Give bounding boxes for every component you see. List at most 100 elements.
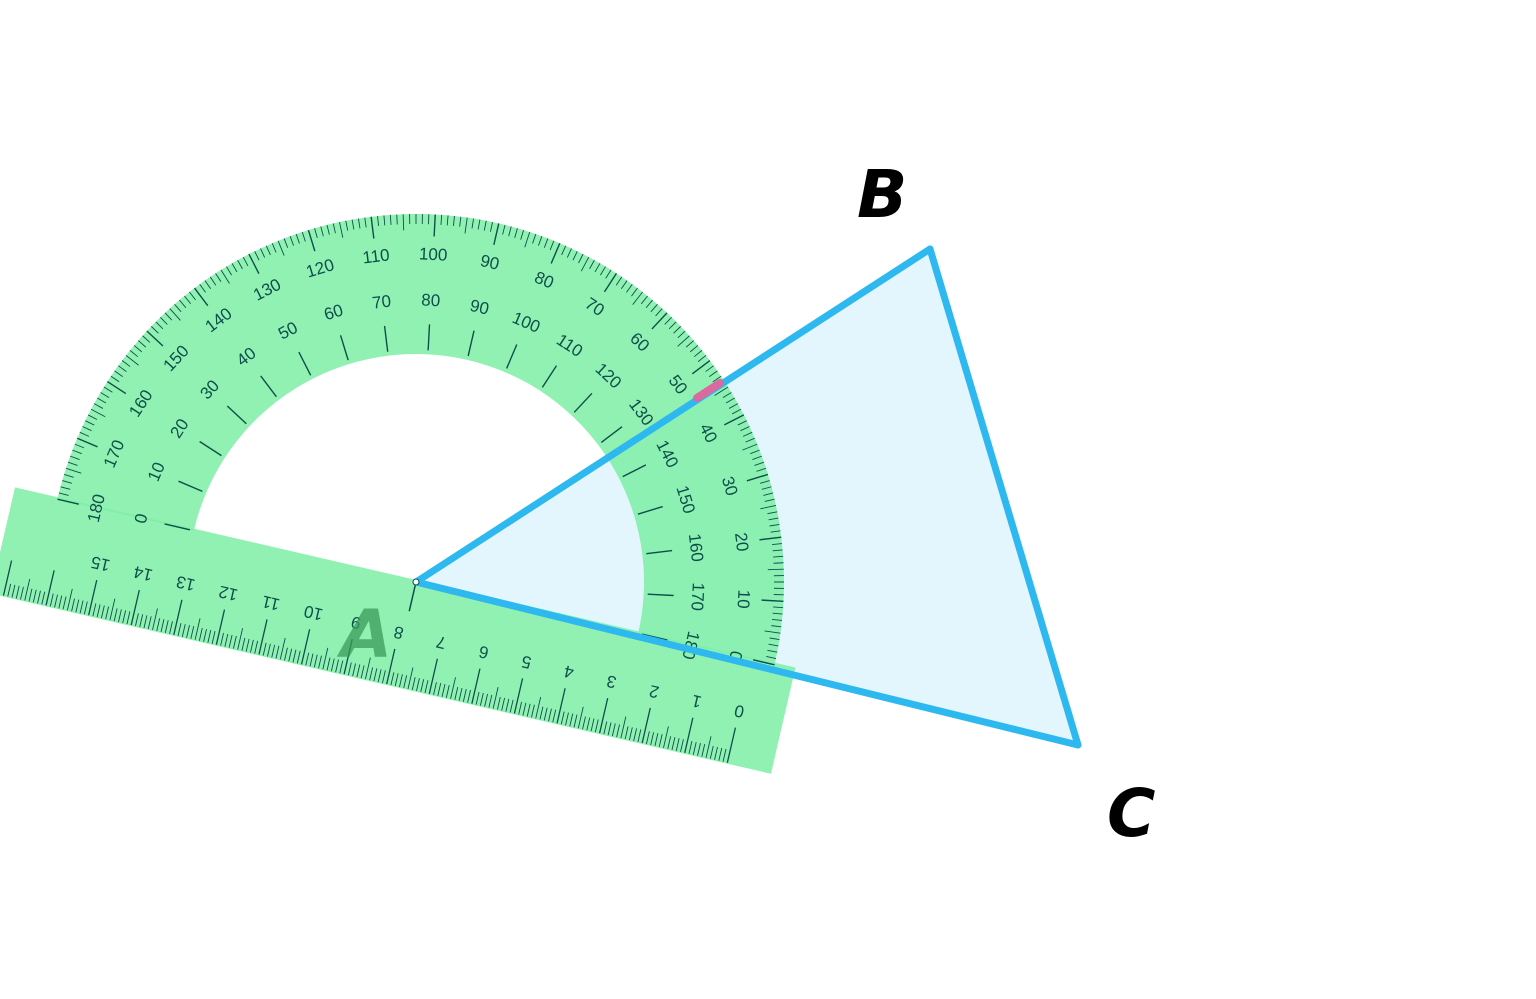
ruler-tick (671, 737, 676, 750)
inner-scale-label: 60 (322, 300, 346, 324)
ruler-tick (83, 601, 88, 615)
ruler-tick (522, 702, 527, 716)
ruler-tick (556, 688, 566, 724)
degree-tick (326, 224, 330, 235)
ruler-label: 4 (562, 661, 576, 682)
ruler-tick (535, 696, 542, 719)
ruler-tick (658, 734, 663, 748)
degree-tick (193, 287, 209, 307)
ruler-tick (531, 704, 535, 718)
ruler-tick (292, 649, 297, 663)
degree-tick (502, 224, 506, 235)
side-ab (412, 245, 934, 586)
degree-tick (693, 350, 703, 358)
ruler-tick (118, 609, 122, 623)
inner-degree-tick (646, 549, 673, 555)
degree-tick (520, 229, 525, 240)
degree-tick (723, 414, 745, 426)
ruler-tick (428, 658, 439, 695)
degree-tick (383, 215, 386, 226)
ruler-tick (386, 648, 396, 685)
ruler-tick (288, 648, 293, 662)
ruler-tick (684, 717, 694, 753)
degree-tick (155, 321, 164, 330)
degree-tick (722, 392, 732, 398)
ruler-tick (552, 709, 557, 723)
degree-tick (578, 253, 584, 264)
degree-tick (767, 649, 778, 653)
degree-tick (62, 480, 72, 484)
degree-tick (728, 403, 739, 409)
ruler-tick (92, 603, 97, 617)
inner-degree-tick (622, 464, 647, 478)
degree-tick (133, 345, 143, 353)
ruler-tick (7, 583, 12, 597)
degree-tick (415, 213, 417, 225)
degree-tick (301, 231, 306, 242)
ruler-tick (726, 727, 737, 763)
degree-tick (767, 568, 784, 571)
degree-tick (114, 370, 124, 378)
degree-tick (773, 581, 785, 583)
ruler-tick (147, 616, 152, 630)
ruler-tick (539, 706, 544, 720)
ruler-tick (143, 615, 148, 629)
ruler-tick (526, 703, 531, 717)
degree-tick (549, 240, 555, 251)
degree-tick (764, 630, 781, 634)
degree-tick (220, 269, 230, 284)
ruler-tick (543, 707, 548, 721)
ruler-tick (369, 667, 374, 681)
outer-scale-label: 10 (734, 589, 754, 609)
ruler-tick (594, 719, 599, 733)
degree-tick (314, 228, 318, 238)
ruler-label: 11 (260, 592, 281, 614)
degree-tick (70, 455, 80, 460)
ruler-tick (28, 588, 33, 602)
inner-degree-tick (298, 351, 312, 376)
degree-tick (199, 284, 206, 293)
ruler-tick (620, 716, 627, 739)
side-ca (412, 578, 1082, 749)
ruler-tick (181, 624, 186, 637)
ruler-tick (364, 657, 371, 680)
ruler-tick (424, 680, 429, 693)
ruler-tick (373, 668, 378, 682)
degree-tick (773, 594, 784, 596)
ruler-tick (450, 677, 456, 699)
ruler-tick (169, 621, 173, 634)
ruler-tick (650, 732, 655, 746)
ruler-tick (122, 610, 127, 624)
degree-tick (146, 330, 164, 347)
ruler-tick (228, 634, 233, 648)
protractor[interactable]: 0102030405060708090100110120130140150160… (0, 131, 878, 774)
ruler-tick (475, 691, 480, 705)
ruler-tick (339, 660, 344, 674)
degree-tick (631, 287, 638, 297)
outer-scale-label: 90 (478, 251, 501, 274)
ruler-tick (437, 683, 442, 696)
ruler-tick (382, 670, 386, 684)
ruler-tick (390, 672, 395, 686)
ruler-tick (714, 746, 718, 760)
ruler-tick (399, 674, 403, 688)
ruler-tick (203, 628, 207, 642)
ruler-label: 6 (477, 642, 491, 663)
degree-tick (763, 492, 774, 496)
degree-tick (709, 370, 718, 378)
inner-degree-tick (573, 392, 593, 413)
ruler-tick (58, 595, 63, 609)
ruler-tick (352, 663, 356, 677)
degree-tick (85, 420, 95, 426)
degree-tick (402, 214, 405, 231)
ruler-tick (722, 748, 727, 762)
degree-tick (215, 273, 222, 282)
degree-tick (76, 437, 98, 448)
ruler-tick (15, 585, 20, 599)
ruler-tick (79, 600, 84, 614)
ruler-tick (628, 727, 633, 741)
ruler-label: 5 (520, 652, 534, 673)
outer-scale-label: 110 (361, 245, 390, 267)
ruler-tick (496, 696, 501, 710)
degree-tick (750, 449, 760, 455)
